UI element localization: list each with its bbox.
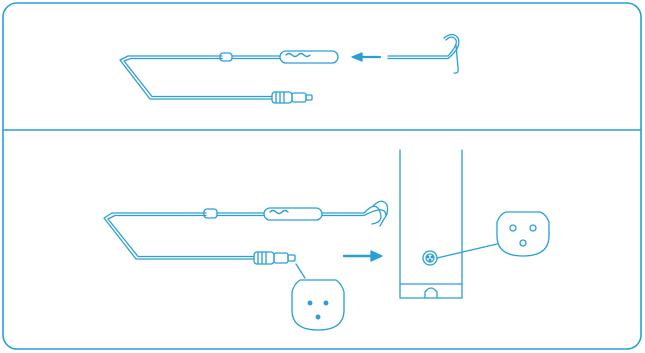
- transmitter-body-icon: [399, 149, 498, 299]
- cable-with-earhook-icon: [103, 200, 389, 265]
- socket-magnify-callout: [496, 211, 550, 257]
- earhook-icon: [387, 33, 460, 74]
- arrow-right-left-icon: [351, 52, 382, 62]
- step-2-group: [103, 149, 550, 331]
- xlr-socket-icon: [422, 250, 438, 266]
- xlr-female-connector-icon: [291, 263, 345, 331]
- cable-icon: [119, 50, 339, 104]
- outer-border: [2, 2, 642, 350]
- step-1-group: [119, 33, 460, 104]
- arrow-right-icon: [342, 250, 383, 262]
